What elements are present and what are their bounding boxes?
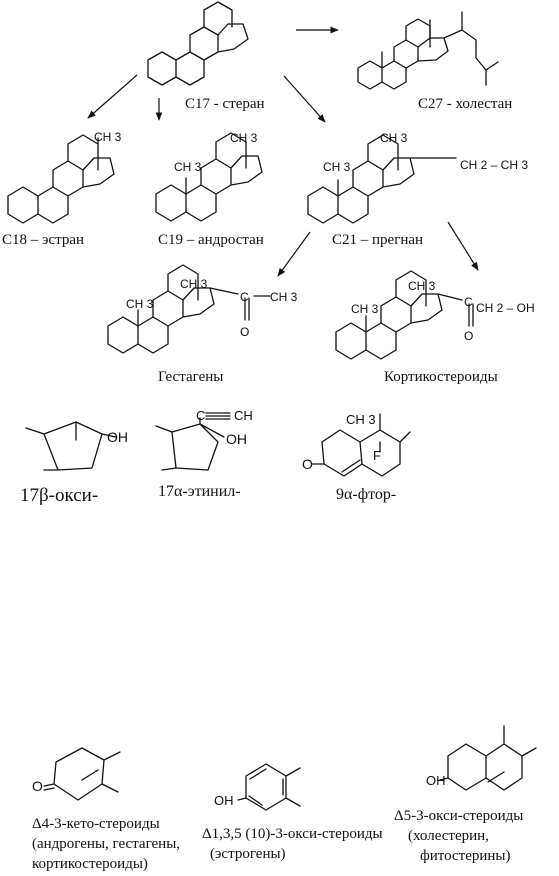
ethynyl-c: C: [196, 408, 205, 423]
d5-ho: OH: [426, 773, 446, 788]
keto-title: Δ4-3-кето-стероиды: [32, 816, 160, 832]
ethynyl-ch: CH: [234, 408, 253, 423]
pregnan-side-chain: CH 2 – CH 3: [460, 158, 528, 172]
pregnan-label: C21 – прегнан: [332, 232, 423, 248]
steran-label: C17 - стеран: [185, 96, 265, 112]
corticosteroids-label: Кортикостероиды: [384, 369, 498, 385]
estran-ch3: CH 3: [94, 130, 122, 144]
d5-sub2: фитостерины): [420, 848, 510, 864]
d5-structure: [439, 725, 537, 791]
fluoro9a-label: 9α-фтор-: [336, 486, 396, 503]
keto-sub1: (андрогены, гестагены,: [32, 836, 180, 852]
cortico-side-chain: CH 2 – OH: [476, 301, 535, 315]
pregnan-ch3-top: CH 3: [380, 131, 408, 145]
fluoro9a-structure: [311, 413, 411, 477]
cortico-ch3-side: CH 3: [351, 302, 379, 316]
androstan-ch3-side: CH 3: [174, 160, 202, 174]
gestagens-ch3-end: CH 3: [270, 290, 298, 304]
corticosteroids-structure: [335, 270, 474, 360]
keto-o: O: [32, 778, 43, 794]
arrow-to-estran: [87, 74, 138, 119]
pregnan-structure: [307, 134, 457, 224]
estro-structure: [237, 763, 301, 811]
estran-label: C18 – эстран: [2, 232, 84, 248]
pregnan-ch3-side: CH 3: [323, 160, 351, 174]
arrow-to-pregnan: [283, 75, 326, 123]
steran-structure: [147, 1, 249, 86]
estro-sub: (эстрогены): [210, 846, 286, 862]
cortico-ch3-top: CH 3: [408, 279, 436, 293]
gestagens-ch3-top: CH 3: [180, 277, 208, 291]
ethynyl17a-structure: [155, 412, 231, 471]
estro-title: Δ1,3,5 (10)-3-окси-стероиды: [202, 826, 383, 842]
ethynyl17a-label: 17α-этинил-: [158, 483, 241, 500]
cortico-o: O: [464, 329, 473, 343]
estran-structure: [7, 134, 115, 224]
cholestan-structure: [357, 11, 499, 90]
cortico-c: C: [464, 295, 473, 309]
gestagens-structure: [107, 264, 271, 354]
keto-structure: [43, 747, 121, 801]
gestagens-label: Гестагены: [158, 369, 223, 385]
gestagens-o: O: [240, 325, 249, 339]
androstan-ch3-top: CH 3: [230, 131, 258, 145]
oxy17b-structure: [25, 421, 117, 471]
arrow-to-gestagens: [277, 231, 311, 277]
estro-ho: OH: [214, 793, 234, 808]
gestagens-ch3-side: CH 3: [126, 297, 154, 311]
keto-sub2: кортикостероиды): [32, 856, 148, 872]
d5-title: Δ5-3-окси-стероиды: [394, 808, 523, 824]
oxy17b-oh: OH: [107, 429, 128, 445]
cholestan-label: C27 - холестан: [418, 96, 512, 112]
fluoro-o: O: [302, 456, 313, 472]
androstan-label: C19 – андростан: [158, 232, 264, 248]
d5-sub1: (холестерин,: [408, 828, 489, 844]
gestagens-c: C: [240, 290, 249, 304]
androstan-structure: [155, 132, 263, 222]
ethynyl-oh: OH: [226, 431, 247, 447]
fluoro-f: F: [373, 448, 381, 463]
fluoro-ch3: CH 3: [346, 412, 376, 427]
arrow-to-corticosteroids: [447, 221, 479, 271]
oxy17b-label: 17β-окси-: [20, 485, 98, 506]
